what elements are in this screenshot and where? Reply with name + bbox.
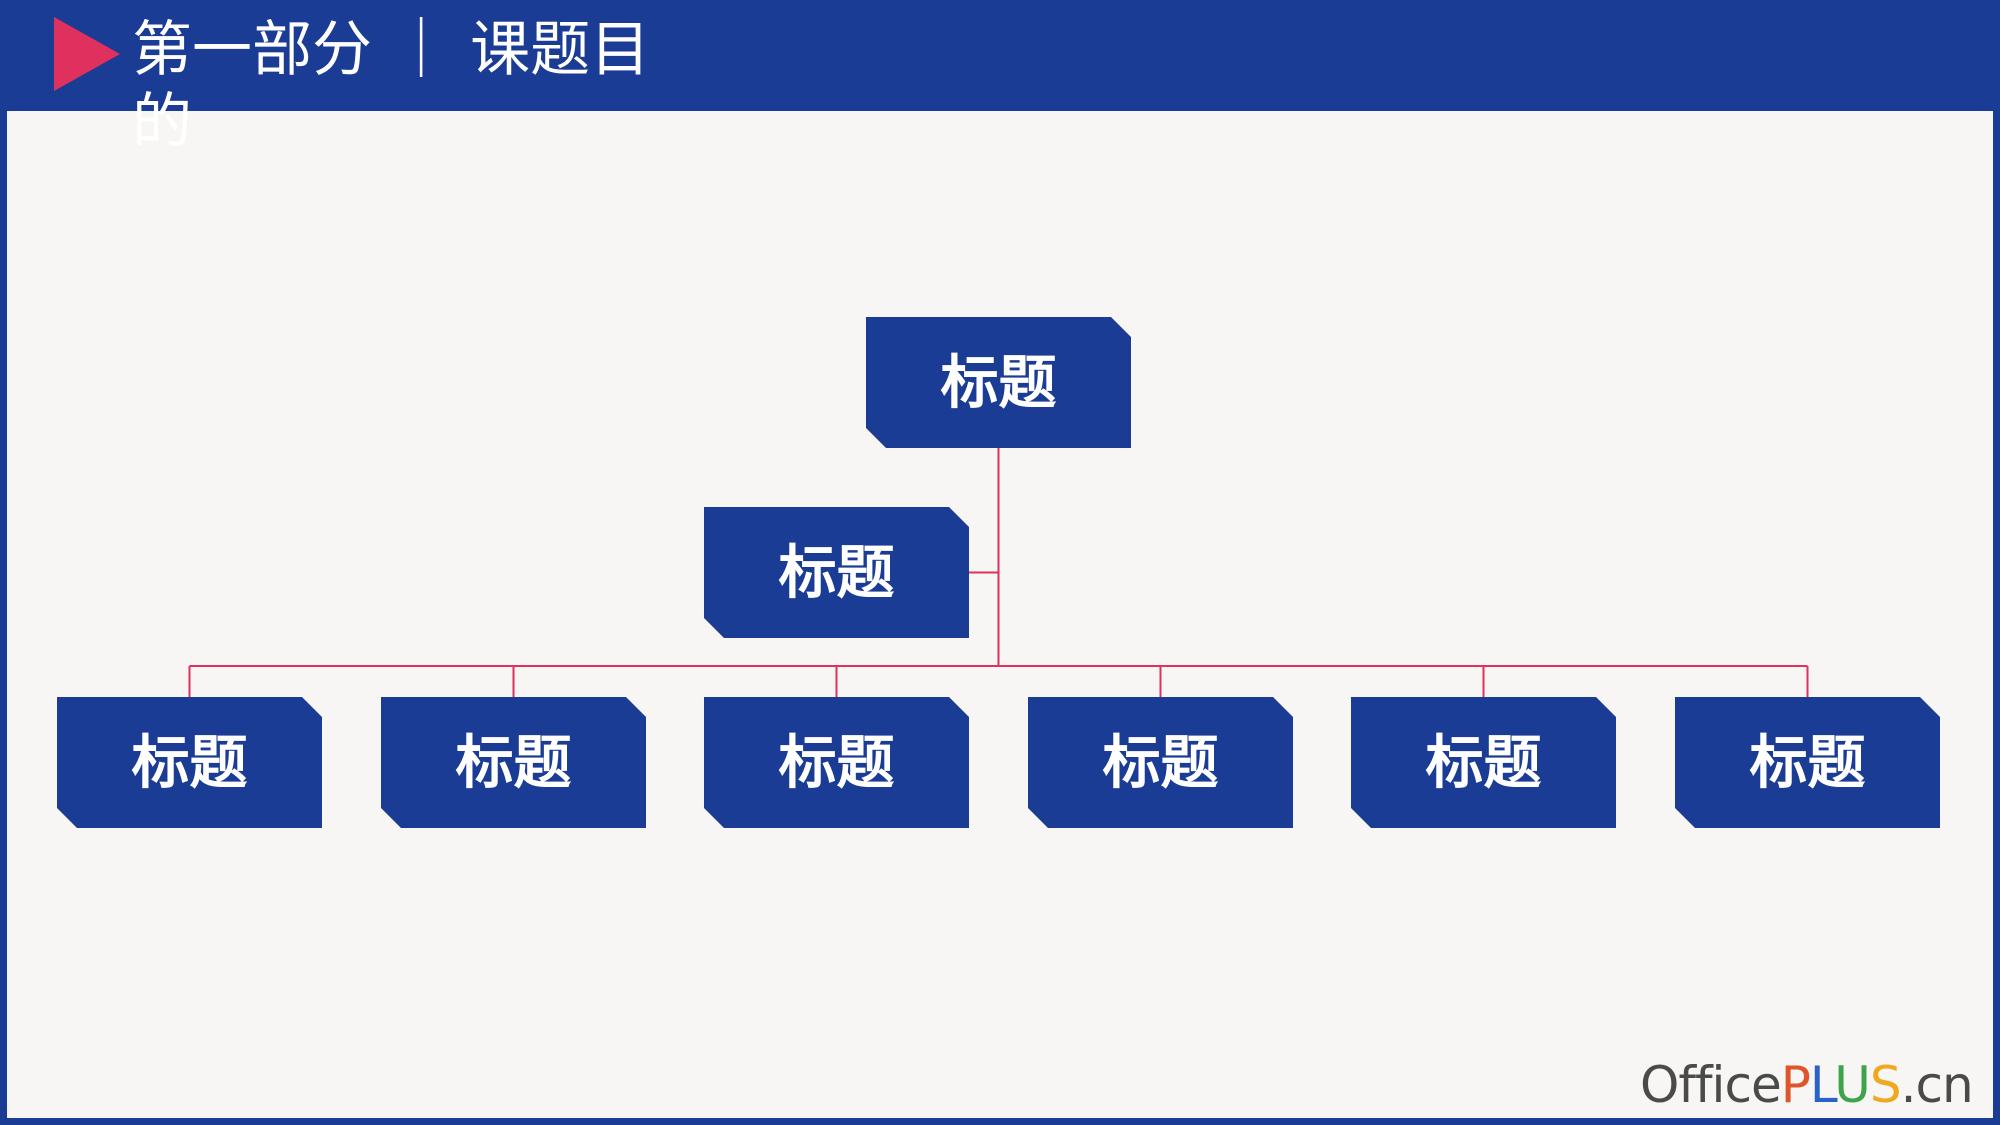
officeplus-logo: OfficePLUS.cn bbox=[1640, 1054, 1974, 1116]
node-label: 标题 bbox=[778, 539, 894, 607]
play-triangle-icon bbox=[54, 17, 120, 91]
node-box bbox=[57, 697, 322, 828]
org-chart-nodes: 标题标题标题标题标题标题标题标题 bbox=[57, 317, 1940, 828]
node-box bbox=[1351, 697, 1616, 828]
node-child-2: 标题 bbox=[381, 697, 646, 828]
node-label: 标题 bbox=[1425, 729, 1541, 797]
node-child-1: 标题 bbox=[57, 697, 322, 828]
connector-lines bbox=[188, 448, 1809, 697]
node-box bbox=[866, 317, 1131, 448]
logo-p: P bbox=[1780, 1056, 1811, 1114]
node-label: 标题 bbox=[1102, 729, 1218, 797]
node-child-5: 标题 bbox=[1351, 697, 1616, 828]
node-child-3: 标题 bbox=[704, 697, 969, 828]
node-label: 标题 bbox=[940, 349, 1056, 417]
node-assistant: 标题 bbox=[704, 507, 969, 638]
node-label: 标题 bbox=[455, 729, 571, 797]
logo-cn: .cn bbox=[1900, 1056, 1974, 1114]
logo-u: U bbox=[1834, 1056, 1871, 1114]
node-child-6: 标题 bbox=[1675, 697, 1940, 828]
logo-office: Office bbox=[1640, 1056, 1782, 1114]
logo-s: S bbox=[1869, 1056, 1902, 1114]
slide-canvas bbox=[7, 111, 1993, 1118]
node-child-4: 标题 bbox=[1028, 697, 1293, 828]
node-box bbox=[704, 507, 969, 638]
node-root: 标题 bbox=[866, 317, 1131, 448]
node-box bbox=[704, 697, 969, 828]
slide-title: 第一部分 ｜ 课题目的 bbox=[132, 15, 651, 157]
node-label: 标题 bbox=[778, 729, 894, 797]
node-box bbox=[1675, 697, 1940, 828]
node-label: 标题 bbox=[131, 729, 247, 797]
logo-l: L bbox=[1809, 1056, 1835, 1114]
node-box bbox=[381, 697, 646, 828]
node-label: 标题 bbox=[1749, 729, 1865, 797]
node-box bbox=[1028, 697, 1293, 828]
